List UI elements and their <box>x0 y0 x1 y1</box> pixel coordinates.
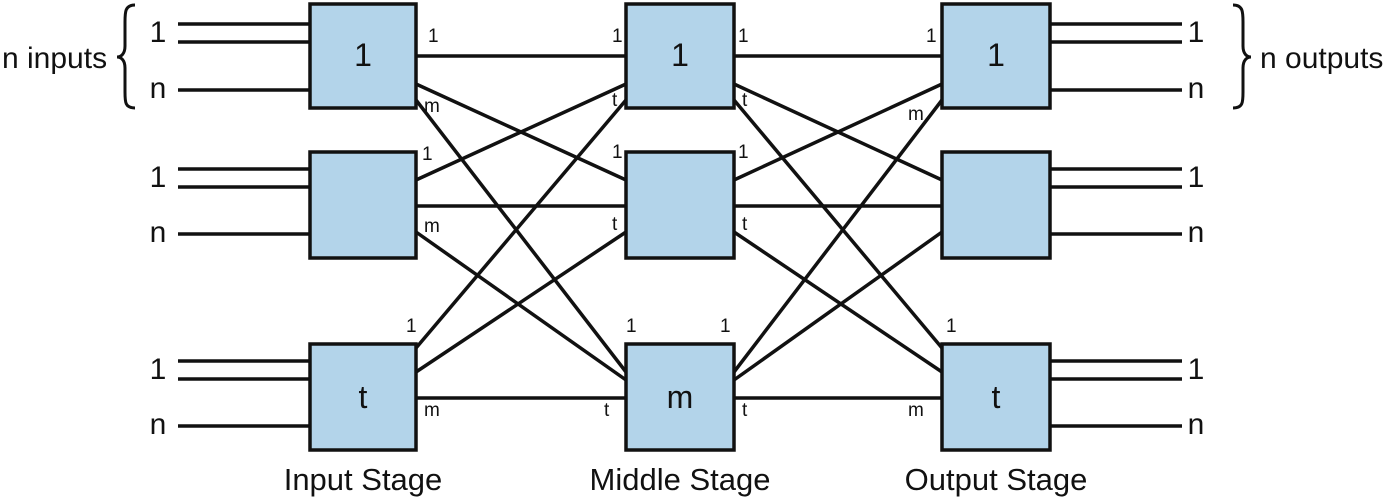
port-label: t <box>604 400 610 421</box>
port-label: 1 <box>946 316 957 337</box>
port-label: 1 <box>612 142 623 163</box>
port-label: 1 <box>626 316 637 337</box>
input-stage: 1 t <box>308 2 418 452</box>
middle-stage-title: Middle Stage <box>590 462 771 497</box>
input-switch-1-label: 1 <box>354 37 372 73</box>
port-label: t <box>742 400 748 421</box>
n-inputs-label: n inputs <box>2 42 107 75</box>
output-switch-t <box>940 342 1052 452</box>
middle-switch-m <box>624 342 736 452</box>
input-switch-t <box>308 342 418 452</box>
output-port-labels: 1 n 1 n 1 n <box>1188 16 1205 441</box>
port-label: m <box>424 96 440 117</box>
port-label: m <box>424 400 440 421</box>
output-stage-title: Output Stage <box>905 462 1088 497</box>
input-port-first: 1 <box>150 16 167 49</box>
port-label: 1 <box>738 26 749 47</box>
port-label: t <box>742 90 748 111</box>
middle-switch-1 <box>624 2 736 110</box>
output-brace <box>1232 3 1252 110</box>
middle-stage-port-labels: 1 t 1 t 1 t 1 t 1 t 1 t <box>604 26 749 421</box>
port-label: 1 <box>428 26 439 47</box>
output-switch-t-label: t <box>992 379 1001 415</box>
middle-output-links <box>732 54 944 400</box>
middle-switch-m-label: m <box>667 379 694 415</box>
input-port-labels: 1 n 1 n 1 n <box>150 16 167 441</box>
port-label: 1 <box>738 142 749 163</box>
output-port-first: 1 <box>1188 353 1205 386</box>
output-port-first: 1 <box>1188 16 1205 49</box>
port-label: 1 <box>612 26 623 47</box>
input-stage-port-labels: 1 m 1 m 1 m <box>406 26 440 421</box>
input-stage-title: Input Stage <box>284 462 443 497</box>
output-port-last: n <box>1188 216 1205 249</box>
output-port-first: 1 <box>1188 161 1205 194</box>
port-label: m <box>908 104 924 125</box>
input-port-first: 1 <box>150 353 167 386</box>
output-switch-1 <box>940 2 1052 110</box>
input-port-first: 1 <box>150 161 167 194</box>
port-label: m <box>424 216 440 237</box>
port-label: t <box>612 214 618 235</box>
port-label: 1 <box>720 316 731 337</box>
middle-stage: 1 m <box>624 2 736 452</box>
port-label: 1 <box>926 26 937 47</box>
output-switch-2 <box>940 150 1052 260</box>
input-port-last: n <box>150 216 167 249</box>
input-switch-t-label: t <box>359 379 368 415</box>
output-stage-port-labels: 1 m 1 m <box>908 26 957 421</box>
port-label: t <box>612 90 618 111</box>
input-switch-2 <box>308 150 418 260</box>
input-port-last: n <box>150 408 167 441</box>
output-port-last: n <box>1188 408 1205 441</box>
input-port-last: n <box>150 72 167 105</box>
input-switch-1 <box>308 2 418 110</box>
output-switch-1-label: 1 <box>987 37 1005 73</box>
middle-switch-1-label: 1 <box>671 37 689 73</box>
output-stage: 1 t <box>940 2 1052 452</box>
input-brace <box>116 3 136 110</box>
input-lines <box>178 22 310 428</box>
output-lines <box>1050 22 1182 428</box>
n-outputs-label: n outputs <box>1260 42 1383 75</box>
port-label: 1 <box>422 144 433 165</box>
input-middle-links <box>414 54 628 400</box>
output-port-last: n <box>1188 72 1205 105</box>
port-label: m <box>908 400 924 421</box>
port-label: 1 <box>406 316 417 337</box>
port-label: t <box>742 214 748 235</box>
middle-switch-2 <box>624 150 736 260</box>
